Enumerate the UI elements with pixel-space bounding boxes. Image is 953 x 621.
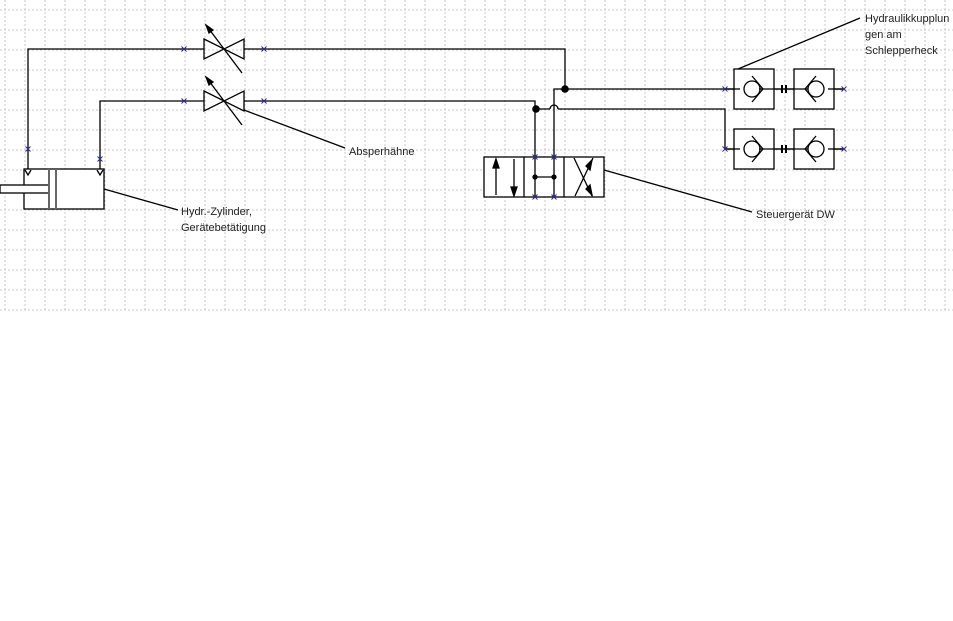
label-control-valve: Steuergerät DW (756, 209, 835, 221)
junction-dot (532, 105, 540, 113)
grid (0, 0, 953, 312)
pipe-upper-left (27, 48, 204, 169)
pipe-to-coupling-1 (553, 88, 725, 157)
connection-marker (551, 194, 557, 200)
connection-marker (532, 194, 538, 200)
leader-cylinder (103, 188, 179, 211)
label-cylinder-line1: Hydr.-Zylinder, (181, 206, 252, 218)
junction-dot (561, 85, 569, 93)
pipe-to-coupling-2 (558, 108, 726, 149)
label-shutoff-valves: Absperhähne (349, 146, 415, 158)
connection-marker (97, 156, 103, 162)
leader-control-valve (603, 169, 753, 213)
pipe-lower-right (244, 100, 536, 109)
connection-marker (841, 146, 847, 152)
pipe-lower-left (99, 100, 204, 169)
pipe-upper-right (244, 48, 566, 89)
connection-marker (261, 98, 267, 104)
leader-couplings (737, 17, 861, 70)
hydraulic-cylinder[interactable] (0, 168, 105, 210)
connection-marker (532, 154, 538, 160)
connection-marker (722, 86, 728, 92)
connection-marker (551, 154, 557, 160)
pipes (27, 17, 861, 213)
control-valve[interactable] (483, 156, 605, 199)
connection-marker (722, 146, 728, 152)
coupling-pair[interactable] (725, 68, 844, 110)
connection-markers (25, 46, 847, 200)
label-cylinder-line2: Gerätebetätigung (181, 222, 267, 234)
hydraulic-couplings (725, 68, 844, 170)
connection-marker (261, 46, 267, 52)
shutoff-valve-2[interactable] (203, 75, 245, 126)
label-couplings-line2: gen am (865, 29, 902, 41)
coupling-pair[interactable] (725, 128, 844, 170)
connection-marker (181, 98, 187, 104)
connection-marker (181, 46, 187, 52)
shutoff-valve-1[interactable] (203, 23, 245, 74)
leader-shutoff (243, 109, 346, 149)
connection-marker (25, 146, 31, 152)
label-couplings-line3: Schlepperheck (865, 45, 938, 57)
connection-marker (841, 86, 847, 92)
junction-dots (532, 85, 569, 113)
label-couplings-line1: Hydraulikkupplun (865, 13, 950, 25)
pipe-crossing-hop (549, 104, 559, 110)
